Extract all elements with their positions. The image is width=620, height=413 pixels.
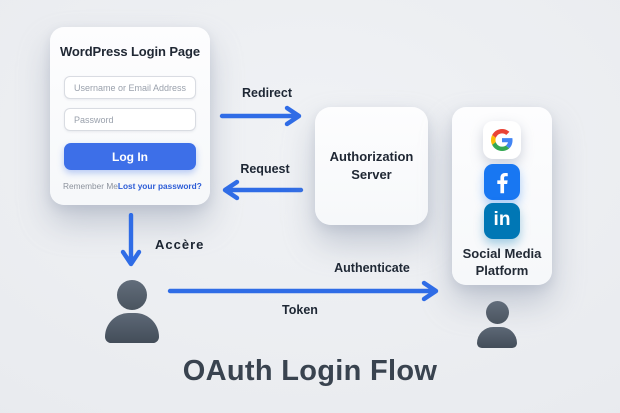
social-media-card: in Social Media Platform	[452, 107, 552, 285]
wordpress-login-card: WordPress Login Page Log In Remember Me …	[50, 27, 210, 205]
login-card-title: WordPress Login Page	[59, 44, 201, 59]
authorization-server-box: Authorization Server	[315, 107, 428, 225]
access-arrow-icon	[120, 213, 142, 267]
authenticate-label: Authenticate	[334, 261, 410, 275]
redirect-label: Redirect	[241, 86, 293, 100]
social-user-icon	[477, 300, 517, 348]
request-arrow-icon	[222, 179, 304, 201]
user-icon	[105, 280, 159, 344]
login-button[interactable]: Log In	[64, 143, 196, 170]
redirect-arrow-icon	[219, 105, 302, 127]
authenticate-token-arrow-icon	[167, 280, 439, 302]
login-card-footer: Remember Me Lost your password?	[63, 181, 202, 191]
username-input[interactable]	[64, 76, 196, 99]
token-label: Token	[282, 303, 318, 317]
authorization-server-label: Authorization Server	[329, 148, 414, 182]
linkedin-icon: in	[484, 203, 520, 239]
remember-me-label: Remember Me	[63, 181, 118, 191]
social-platform-label: Social Media Platform	[462, 246, 542, 278]
access-label: Accère	[155, 237, 205, 252]
facebook-icon	[484, 164, 520, 200]
lost-password-link[interactable]: Lost your password?	[117, 181, 202, 191]
password-input[interactable]	[64, 108, 196, 131]
request-label: Request	[240, 162, 290, 176]
diagram-title: OAuth Login Flow	[182, 355, 438, 387]
google-icon	[483, 121, 521, 159]
